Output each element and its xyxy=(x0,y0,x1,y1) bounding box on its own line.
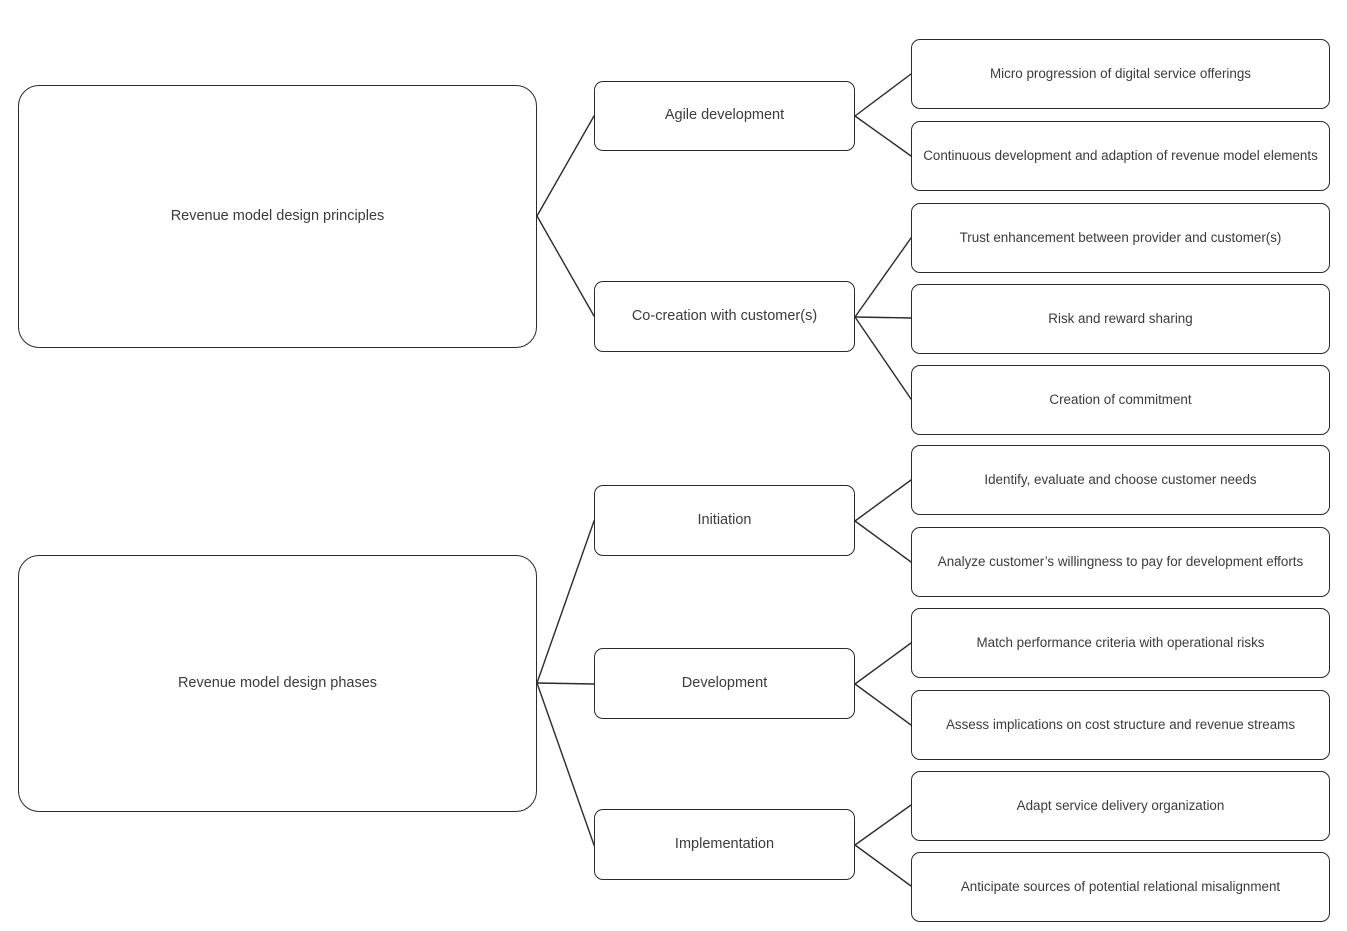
edge-cocreation-to-leaf-1 xyxy=(854,237,912,318)
leaf-node-micro-progression-label: Micro progression of digital service off… xyxy=(990,66,1251,82)
mid-node-co-creation[interactable]: Co-creation with customer(s) xyxy=(594,281,855,352)
leaf-node-identify-customer-needs[interactable]: Identify, evaluate and choose customer n… xyxy=(911,445,1330,515)
leaf-node-match-performance-criteria-label: Match performance criteria with operatio… xyxy=(976,635,1265,651)
leaf-node-anticipate-misalignment[interactable]: Anticipate sources of potential relation… xyxy=(911,852,1330,922)
mid-node-development[interactable]: Development xyxy=(594,648,855,719)
leaf-node-adapt-service-delivery-label: Adapt service delivery organization xyxy=(1016,798,1225,814)
edge-implementation-to-leaf-2 xyxy=(854,844,912,887)
edge-phases-to-implementation xyxy=(536,682,595,846)
mid-node-initiation[interactable]: Initiation xyxy=(594,485,855,556)
edge-cocreation-to-leaf-3 xyxy=(854,316,912,400)
edge-cocreation-to-leaf-2 xyxy=(854,316,912,319)
root-node-phases[interactable]: Revenue model design phases xyxy=(18,555,537,812)
mid-node-initiation-label: Initiation xyxy=(697,511,752,528)
mid-node-agile-development-label: Agile development xyxy=(664,107,785,124)
leaf-node-assess-implications-label: Assess implications on cost structure an… xyxy=(945,717,1296,733)
mid-node-development-label: Development xyxy=(681,674,768,691)
leaf-node-trust-enhancement[interactable]: Trust enhancement between provider and c… xyxy=(911,203,1330,273)
edge-phases-to-initiation xyxy=(536,520,595,684)
leaf-node-adapt-service-delivery[interactable]: Adapt service delivery organization xyxy=(911,771,1330,841)
root-node-phases-label: Revenue model design phases xyxy=(177,674,378,691)
mid-node-implementation-label: Implementation xyxy=(674,835,775,852)
leaf-node-micro-progression[interactable]: Micro progression of digital service off… xyxy=(911,39,1330,109)
leaf-node-creation-of-commitment-label: Creation of commitment xyxy=(1049,392,1192,408)
leaf-node-creation-of-commitment[interactable]: Creation of commitment xyxy=(911,365,1330,435)
edge-principles-to-cocreation xyxy=(536,215,595,317)
mid-node-co-creation-label: Co-creation with customer(s) xyxy=(631,307,818,324)
edge-initiation-to-leaf-1 xyxy=(854,479,912,522)
leaf-node-anticipate-misalignment-label: Anticipate sources of potential relation… xyxy=(960,879,1281,895)
leaf-node-continuous-development-label: Continuous development and adaption of r… xyxy=(923,148,1318,164)
mid-node-implementation[interactable]: Implementation xyxy=(594,809,855,880)
edge-development-to-leaf-2 xyxy=(854,683,912,726)
leaf-node-assess-implications[interactable]: Assess implications on cost structure an… xyxy=(911,690,1330,760)
mid-node-agile-development[interactable]: Agile development xyxy=(594,81,855,151)
leaf-node-analyze-willingness-to-pay[interactable]: Analyze customer’s willingness to pay fo… xyxy=(911,527,1330,597)
edge-implementation-to-leaf-1 xyxy=(854,804,912,846)
root-node-principles[interactable]: Revenue model design principles xyxy=(18,85,537,348)
leaf-node-identify-customer-needs-label: Identify, evaluate and choose customer n… xyxy=(984,472,1257,488)
edge-initiation-to-leaf-2 xyxy=(854,520,912,563)
edge-phases-to-development xyxy=(536,682,595,685)
edge-principles-to-agile xyxy=(536,115,595,217)
leaf-node-risk-reward-sharing[interactable]: Risk and reward sharing xyxy=(911,284,1330,354)
leaf-node-analyze-willingness-to-pay-label: Analyze customer’s willingness to pay fo… xyxy=(937,554,1304,570)
edge-agile-to-leaf-1 xyxy=(854,73,912,117)
root-node-principles-label: Revenue model design principles xyxy=(170,207,385,224)
leaf-node-trust-enhancement-label: Trust enhancement between provider and c… xyxy=(959,230,1282,246)
leaf-node-match-performance-criteria[interactable]: Match performance criteria with operatio… xyxy=(911,608,1330,678)
edge-development-to-leaf-1 xyxy=(854,642,912,685)
edge-agile-to-leaf-2 xyxy=(854,115,912,157)
leaf-node-risk-reward-sharing-label: Risk and reward sharing xyxy=(1048,311,1193,327)
leaf-node-continuous-development[interactable]: Continuous development and adaption of r… xyxy=(911,121,1330,191)
